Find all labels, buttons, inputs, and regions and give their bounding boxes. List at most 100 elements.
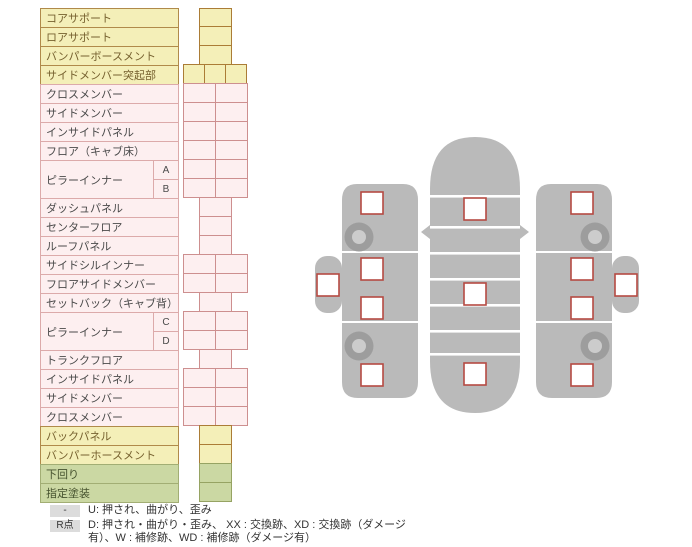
damage-cell[interactable] — [198, 197, 232, 217]
legend-badge-r-point: R点 — [50, 519, 80, 532]
car-right-side-view — [536, 184, 639, 398]
damage-cell-row — [182, 425, 248, 445]
damage-cell-row — [182, 83, 248, 103]
damage-cell-row — [182, 349, 248, 369]
damage-cell-row — [182, 8, 248, 27]
part-label: フロア（キャブ床） — [40, 141, 179, 160]
damage-cell-row — [182, 482, 248, 502]
part-label: インサイドパネル — [40, 369, 179, 388]
damage-cell[interactable] — [182, 178, 216, 198]
damage-cell[interactable] — [182, 140, 216, 160]
damage-cell-row — [182, 26, 248, 46]
damage-cell[interactable] — [214, 311, 248, 331]
damage-point-center-rear[interactable] — [463, 362, 487, 386]
damage-cell[interactable] — [214, 406, 248, 426]
damage-cell[interactable] — [214, 330, 248, 350]
damage-cell[interactable] — [198, 235, 232, 255]
damage-cell[interactable] — [198, 292, 232, 312]
part-label: センターフロア — [40, 217, 179, 236]
damage-point-right-front-fender[interactable] — [570, 191, 594, 215]
damage-point-right-rocker[interactable] — [614, 273, 638, 297]
damage-point-center-front[interactable] — [463, 197, 487, 221]
damage-cell[interactable] — [204, 64, 226, 84]
damage-point-left-rear-fender[interactable] — [360, 363, 384, 387]
damage-cell[interactable] — [214, 140, 248, 160]
legend-text-r-point: D: 押され・曲がり・歪み、 XX : 交換跡、XD : 交換跡（ダメージ有）、… — [88, 518, 406, 545]
damage-cell[interactable] — [198, 444, 232, 464]
legend-text-u: U: 押され、曲がり、歪み — [88, 504, 212, 516]
damage-cell[interactable] — [214, 83, 248, 103]
part-label: バンパーホースメント — [40, 445, 179, 464]
damage-cell[interactable] — [182, 254, 216, 274]
part-label: コアサポート — [40, 8, 179, 27]
part-sublabel: B — [154, 179, 178, 198]
part-label: ピラーインナー — [46, 326, 123, 339]
damage-point-center-middle[interactable] — [463, 282, 487, 306]
damage-cell-row — [182, 178, 248, 198]
damage-cell[interactable] — [182, 273, 216, 293]
damage-cell[interactable] — [198, 8, 232, 27]
part-label: サイドメンバー — [40, 103, 179, 122]
damage-cell-row — [182, 45, 248, 65]
part-label: サイドシルインナー — [40, 255, 179, 274]
damage-cell[interactable] — [198, 482, 232, 502]
damage-cell[interactable] — [182, 368, 216, 388]
part-label: クロスメンバー — [40, 84, 179, 103]
damage-point-right-rear-door[interactable] — [570, 296, 594, 320]
damage-point-right-rear-fender[interactable] — [570, 363, 594, 387]
part-label: セットバック（キャブ背） — [40, 293, 179, 312]
damage-cell[interactable] — [214, 159, 248, 179]
damage-cell[interactable] — [182, 311, 216, 331]
damage-cell[interactable] — [214, 121, 248, 141]
damage-cell[interactable] — [182, 121, 216, 141]
part-label: トランクフロア — [40, 350, 179, 369]
damage-cell[interactable] — [182, 159, 216, 179]
damage-cell[interactable] — [183, 64, 205, 84]
legend-badge-dash: - — [50, 505, 80, 517]
damage-point-left-front-door[interactable] — [360, 257, 384, 281]
part-label: 下回り — [40, 464, 179, 483]
damage-legend: - U: 押され、曲がり、歪み R点 D: 押され・曲がり・歪み、 XX : 交… — [50, 504, 406, 547]
damage-cell-row — [182, 387, 248, 407]
damage-cell[interactable] — [198, 26, 232, 46]
damage-point-left-rear-door[interactable] — [360, 296, 384, 320]
damage-cell-row — [182, 254, 248, 274]
damage-cell[interactable] — [182, 83, 216, 103]
damage-points — [316, 191, 638, 387]
damage-cell[interactable] — [182, 406, 216, 426]
damage-cell[interactable] — [225, 64, 247, 84]
damage-cell[interactable] — [214, 254, 248, 274]
car-diagram — [315, 137, 639, 413]
damage-cell-row — [182, 121, 248, 141]
damage-cell-row — [182, 64, 248, 84]
left-mirror-icon — [421, 225, 430, 239]
damage-cell[interactable] — [182, 102, 216, 122]
damage-cell-column — [182, 8, 248, 502]
damage-cell[interactable] — [198, 349, 232, 369]
damage-cell[interactable] — [214, 102, 248, 122]
damage-cell[interactable] — [198, 216, 232, 236]
damage-point-right-front-door[interactable] — [570, 257, 594, 281]
damage-point-left-rocker[interactable] — [316, 273, 340, 297]
frame-damage-panel: コアサポートロアサポートバンパーボースメントサイドメンバー突起部クロスメンバーサ… — [40, 8, 639, 544]
damage-cell-row — [182, 235, 248, 255]
damage-point-left-front-fender[interactable] — [360, 191, 384, 215]
legend-row-u: - U: 押され、曲がり、歪み — [50, 504, 406, 518]
part-label: バンパーボースメント — [40, 46, 179, 65]
damage-cell[interactable] — [198, 463, 232, 483]
damage-cell[interactable] — [214, 368, 248, 388]
damage-cell[interactable] — [214, 387, 248, 407]
damage-cell[interactable] — [214, 273, 248, 293]
part-sublabel: C — [162, 316, 170, 328]
part-label: ピラーインナー — [46, 174, 123, 187]
damage-cell[interactable] — [214, 178, 248, 198]
damage-cell[interactable] — [182, 387, 216, 407]
damage-cell[interactable] — [182, 330, 216, 350]
damage-cell[interactable] — [198, 425, 232, 445]
damage-cell[interactable] — [198, 45, 232, 65]
part-label: バックパネル — [40, 426, 179, 445]
damage-cell-row — [182, 368, 248, 388]
part-label: ロアサポート — [40, 27, 179, 46]
